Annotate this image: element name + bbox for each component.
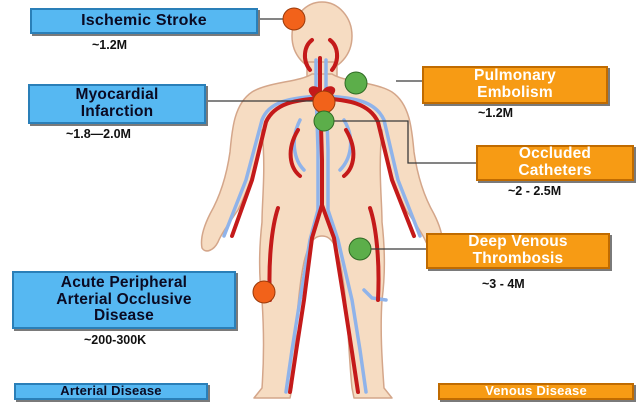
occluded-catheters-label: Occluded Catheters	[476, 145, 634, 181]
ischemic-stroke-text: Ischemic Stroke	[81, 12, 207, 29]
ischemic-stroke-label: Ischemic Stroke	[30, 8, 258, 34]
legend-arterial: Arterial Disease	[14, 383, 208, 400]
acute-peripheral-line3: Disease	[94, 308, 154, 325]
marker-acute-peripheral	[253, 281, 275, 303]
myocardial-line1: Myocardial	[76, 87, 159, 104]
pulmonary-line2: Embolism	[477, 85, 553, 102]
acute-peripheral-label: Acute Peripheral Arterial Occlusive Dise…	[12, 271, 236, 329]
myocardial-line2: Infarction	[81, 104, 154, 121]
acute-peripheral-stat: ~200-300K	[84, 333, 146, 347]
pulmonary-embolism-stat: ~1.2M	[478, 106, 513, 120]
marker-myocardial-infarction	[313, 91, 335, 113]
myocardial-infarction-stat: ~1.8—2.0M	[66, 127, 131, 141]
dvt-line1: Deep Venous	[468, 234, 568, 251]
catheters-line1: Occluded	[519, 146, 591, 163]
legend-venous: Venous Disease	[438, 383, 634, 400]
dvt-label: Deep Venous Thrombosis	[426, 233, 610, 269]
pulmonary-line1: Pulmonary	[474, 68, 556, 85]
myocardial-infarction-label: Myocardial Infarction	[28, 84, 206, 124]
marker-ischemic-stroke	[283, 8, 305, 30]
legend-arterial-text: Arterial Disease	[60, 384, 161, 398]
pulmonary-embolism-label: Pulmonary Embolism	[422, 66, 608, 104]
acute-peripheral-line1: Acute Peripheral	[61, 275, 187, 292]
dvt-stat: ~3 - 4M	[482, 277, 525, 291]
marker-occluded-catheters	[314, 111, 334, 131]
catheters-line2: Catheters	[518, 163, 591, 180]
dvt-line2: Thrombosis	[473, 251, 564, 268]
ischemic-stroke-stat: ~1.2M	[92, 38, 127, 52]
marker-pulmonary-embolism	[345, 72, 367, 94]
marker-dvt	[349, 238, 371, 260]
legend-venous-text: Venous Disease	[485, 384, 587, 398]
acute-peripheral-line2: Arterial Occlusive	[56, 292, 191, 309]
occluded-catheters-stat: ~2 - 2.5M	[508, 184, 561, 198]
